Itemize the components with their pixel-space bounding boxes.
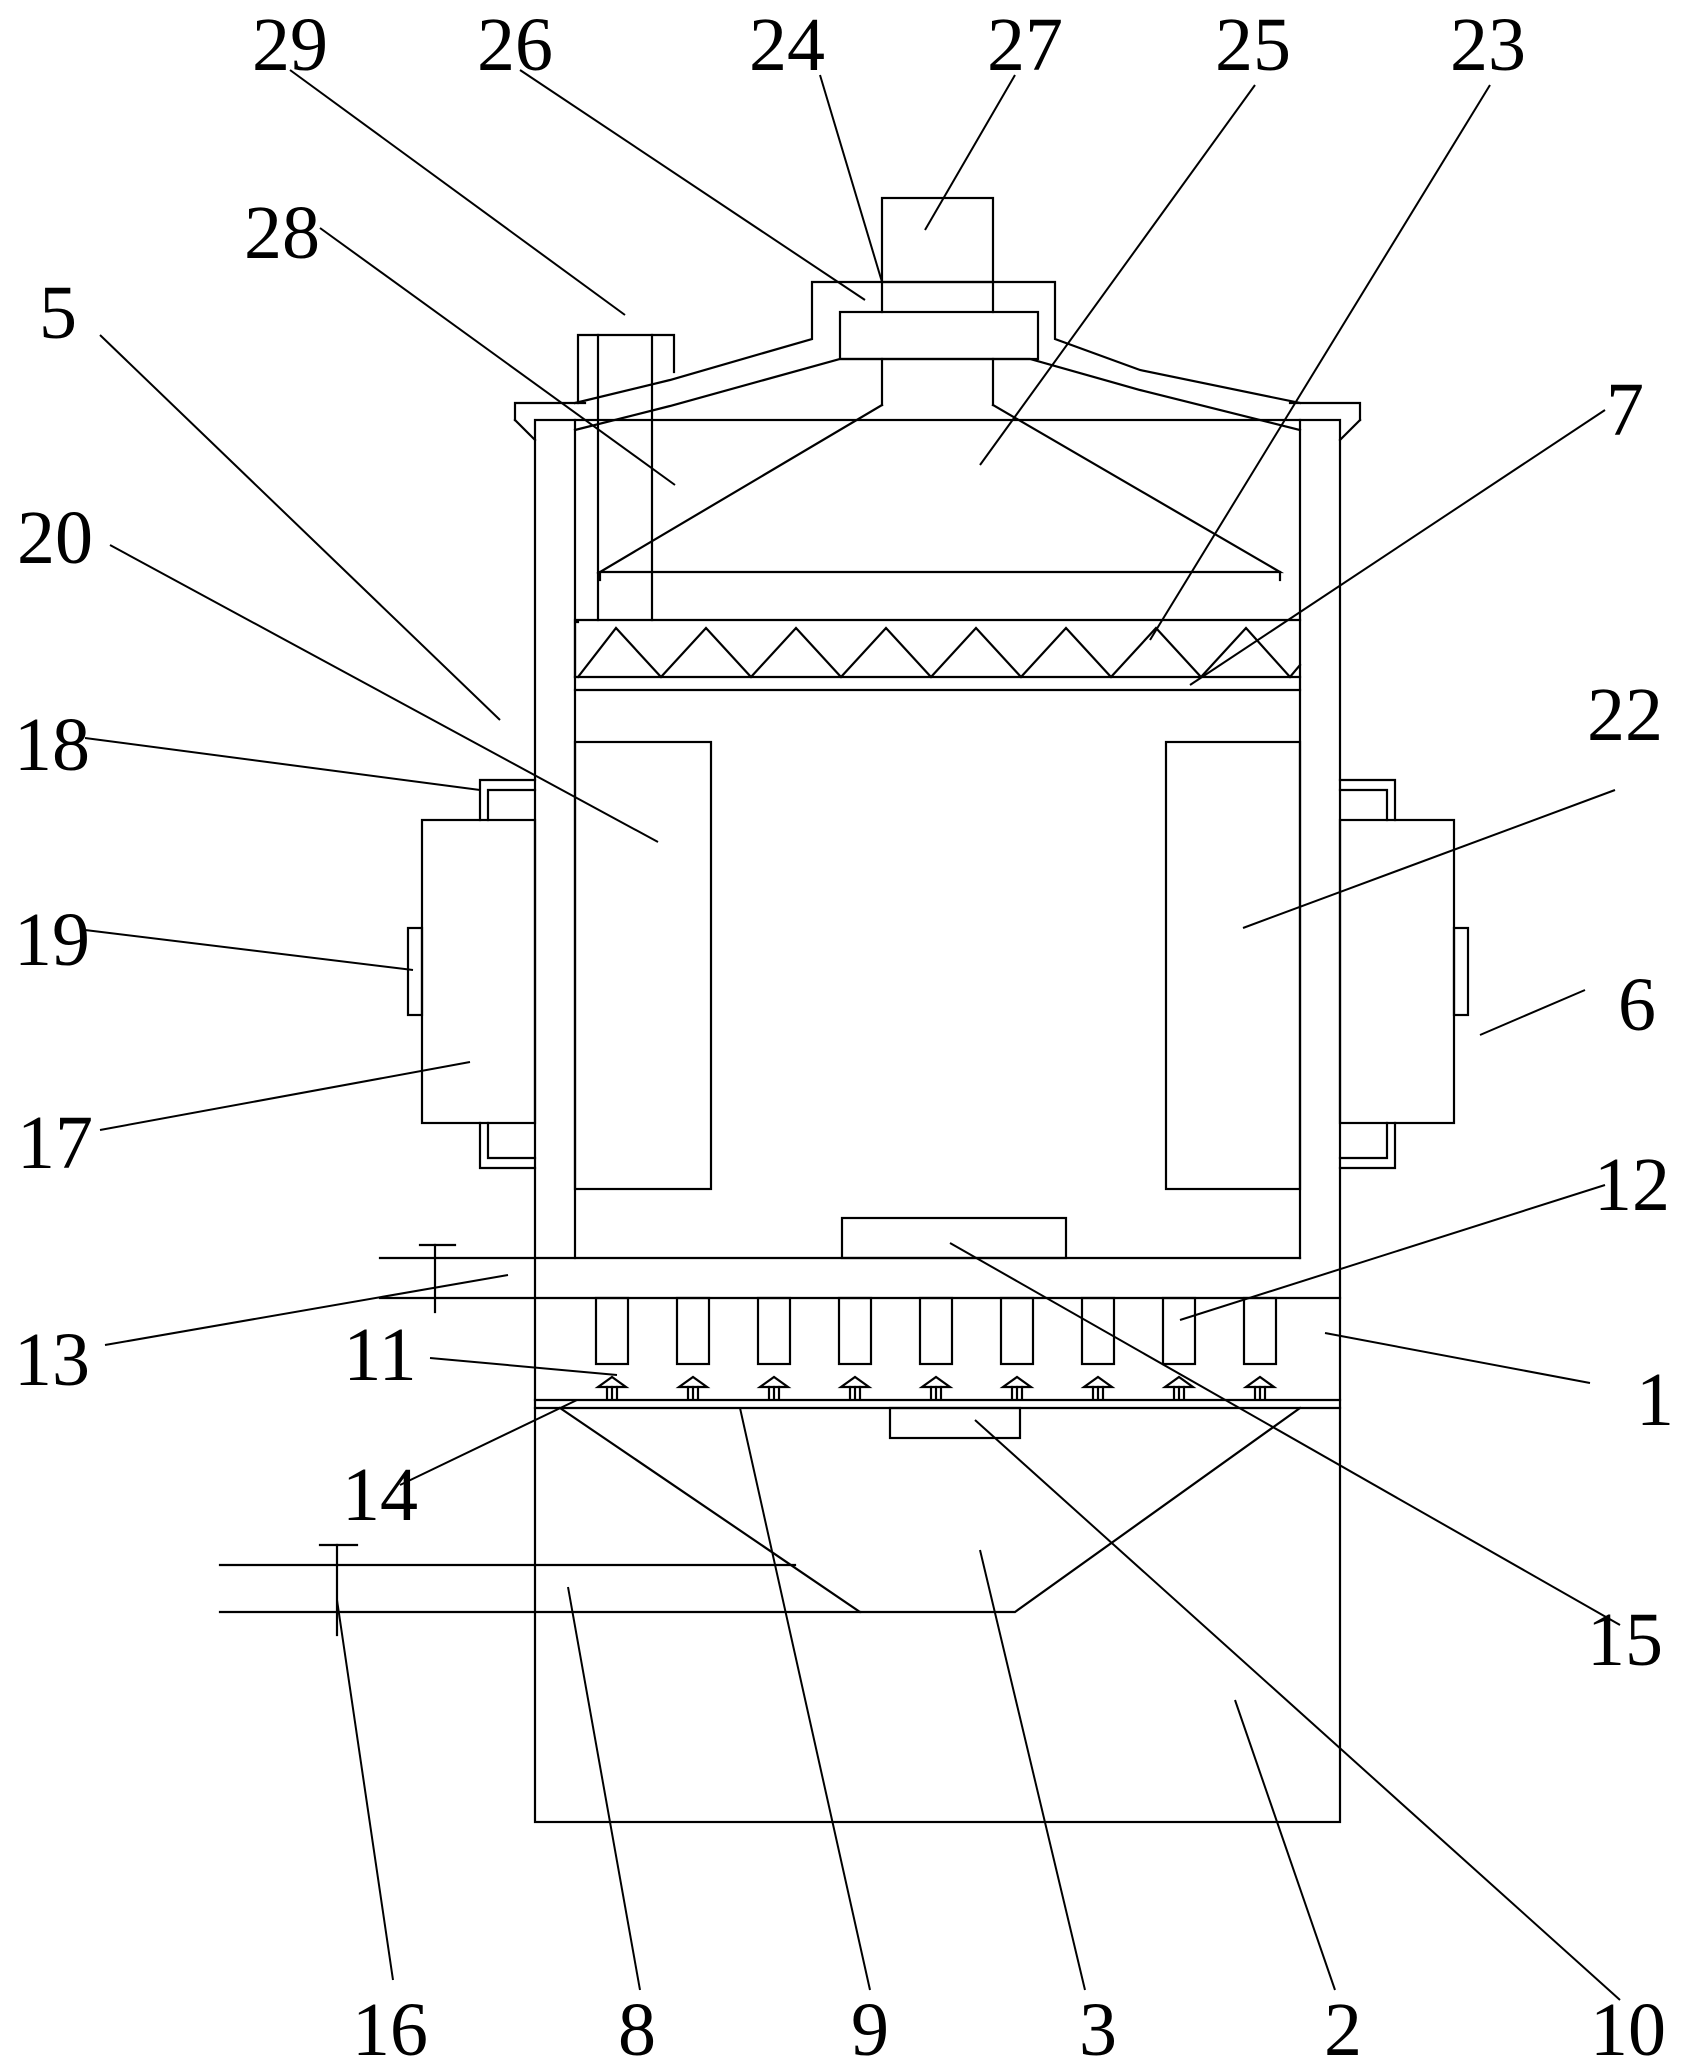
top-motor-assembly	[838, 196, 1040, 407]
label-11: 11	[343, 1313, 416, 1397]
spray-nozzle	[999, 1296, 1035, 1401]
sloped-roof	[573, 280, 1302, 432]
label-12: 12	[1594, 1143, 1670, 1227]
label-3: 3	[1079, 1988, 1117, 2063]
label-29: 29	[252, 3, 328, 87]
label-28: 28	[244, 191, 320, 275]
spray-nozzle	[1242, 1296, 1278, 1401]
leader-lines	[84, 69, 1621, 2001]
label-5: 5	[39, 271, 77, 355]
filter-layer	[573, 618, 1302, 692]
label-10: 10	[1590, 1988, 1666, 2063]
label-16: 16	[352, 1988, 428, 2063]
spray-nozzle	[756, 1296, 792, 1401]
label-6: 6	[1618, 963, 1656, 1047]
label-26: 26	[477, 3, 553, 87]
label-14: 14	[342, 1453, 418, 1537]
label-17: 17	[17, 1101, 93, 1185]
label-27: 27	[987, 3, 1063, 87]
label-2: 2	[1324, 1988, 1362, 2063]
right-side-unit	[1338, 778, 1470, 1170]
vertical-pipe	[576, 333, 676, 622]
callout-labels: 29 26 24 27 25 23 28 5 7 20 18 22 19 6 1…	[14, 3, 1674, 2063]
spray-nozzle	[1080, 1296, 1116, 1401]
label-22: 22	[1587, 673, 1663, 757]
label-7: 7	[1606, 368, 1644, 452]
spray-nozzle	[675, 1296, 711, 1401]
label-13: 13	[14, 1318, 90, 1402]
spray-nozzle	[594, 1296, 630, 1401]
collection-hood	[595, 403, 1285, 582]
nozzle-row	[594, 1296, 1278, 1401]
label-24: 24	[749, 3, 825, 87]
spray-nozzle	[1161, 1296, 1197, 1401]
partition-plates	[533, 1398, 1342, 1440]
label-18: 18	[14, 703, 90, 787]
label-1: 1	[1636, 1358, 1674, 1442]
outlet-pipe	[218, 1543, 862, 1637]
label-19: 19	[14, 898, 90, 982]
label-8: 8	[618, 1988, 656, 2063]
left-side-unit	[406, 778, 537, 1170]
inner-panels	[573, 740, 1302, 1191]
label-20: 20	[17, 496, 93, 580]
center-block	[840, 1216, 1068, 1260]
spray-nozzle	[837, 1296, 873, 1401]
lower-funnel	[558, 1406, 1302, 1614]
label-9: 9	[851, 1988, 889, 2063]
spray-nozzle	[918, 1296, 954, 1401]
lid-rim	[513, 401, 1362, 442]
label-23: 23	[1450, 3, 1526, 87]
label-15: 15	[1587, 1598, 1663, 1682]
label-25: 25	[1215, 3, 1291, 87]
